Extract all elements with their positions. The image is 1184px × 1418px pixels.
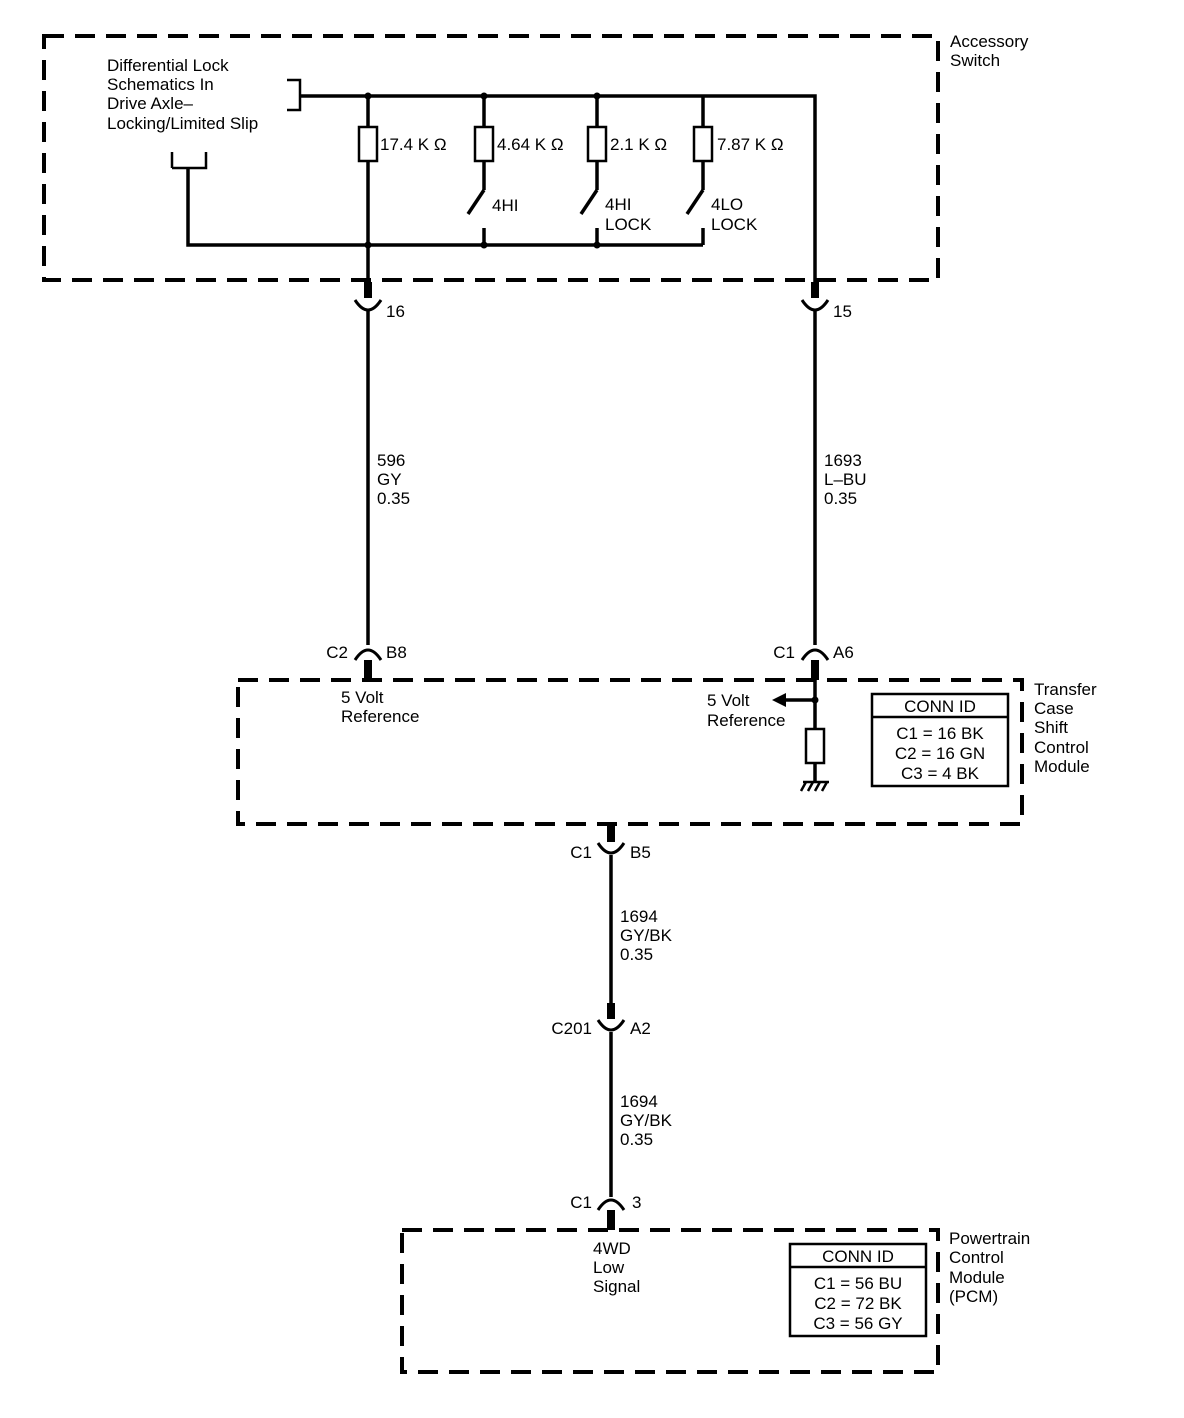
connector-c2-label: C2: [326, 643, 348, 662]
connector-c2-b8: C2 B8: [326, 643, 407, 680]
resistor-7-87k-label: 7.87 K Ω: [717, 135, 784, 154]
connector-c1-b5: C1 B5: [570, 824, 651, 862]
connector-c1-pin-3: C1 3: [570, 1193, 641, 1230]
bottom-bus-wire: [186, 168, 703, 247]
connector-pin-16: 16: [353, 282, 405, 321]
connector-c1-a6: C1 A6: [773, 643, 854, 680]
pcm-name: Powertrain Control Module (PCM): [949, 1229, 1035, 1306]
pcm-conn-id-row: C1 = 56 BU: [814, 1274, 902, 1293]
resistor-7-87k: [692, 125, 714, 163]
pcm-conn-id-row: C3 = 56 GY: [813, 1314, 902, 1333]
tccm-conn-id-row: C1 = 16 BK: [896, 724, 984, 743]
differential-lock-note: Differential Lock Schematics In Drive Ax…: [107, 56, 258, 133]
tccm-conn-id-row: C3 = 4 BK: [901, 764, 980, 783]
resistor-4-64k: [473, 125, 495, 163]
splice-dot: [593, 92, 601, 100]
splice-dot: [593, 241, 601, 249]
connector-pin-15: 15: [800, 282, 852, 321]
splice-dot: [364, 92, 372, 100]
reference-arrow-icon: [772, 693, 786, 707]
wire-1694-lower-label: 1694 GY/BK 0.35: [620, 1092, 677, 1149]
splice-dot: [480, 92, 488, 100]
tccm-box: [236, 678, 1024, 826]
top-bus-wire: [300, 94, 817, 282]
pull-down-resistor: [804, 727, 826, 765]
switch-4lo-lock: [685, 189, 705, 215]
powertrain-control-module: Powertrain Control Module (PCM) 4WD Low …: [400, 1228, 1035, 1374]
splice-dot: [364, 241, 372, 249]
connector-c201-a2: C201 A2: [551, 1003, 651, 1038]
pin-a2-label: A2: [630, 1019, 651, 1038]
reference-bracket-lower: [170, 152, 208, 170]
pin-a6-label: A6: [833, 643, 854, 662]
switch-4lo-lock-label: 4LO LOCK: [711, 195, 758, 234]
resistor-2-1k: [586, 125, 608, 163]
accessory-switch-name: Accessory Switch: [950, 32, 1033, 70]
pcm-conn-id-row: C2 = 72 BK: [814, 1294, 902, 1313]
connector-c1-label: C1: [773, 643, 795, 662]
pcm-signal-label: 4WD Low Signal: [593, 1239, 640, 1296]
connector-c1-pcm-label: C1: [570, 1193, 592, 1212]
resistor-4-64k-label: 4.64 K Ω: [497, 135, 564, 154]
pin-b8-label: B8: [386, 643, 407, 662]
switch-4hi-label: 4HI: [492, 196, 518, 215]
switch-4hi: [466, 189, 486, 215]
tccm-conn-id-title: CONN ID: [904, 697, 976, 716]
resistor-17-4k: [357, 125, 379, 163]
transfer-case-shift-control-module: Transfer Case Shift Control Module 5 Vol…: [236, 678, 1101, 826]
tccm-conn-id-row: C2 = 16 GN: [895, 744, 985, 763]
pcm-box: [400, 1228, 940, 1374]
connector-c1-b5-conn-label: C1: [570, 843, 592, 862]
switch-4hi-lock: [579, 189, 599, 215]
connector-c201-label: C201: [551, 1019, 592, 1038]
tccm-name: Transfer Case Shift Control Module: [1034, 680, 1101, 776]
splice-dot: [811, 696, 819, 704]
pin-3-label: 3: [632, 1193, 641, 1212]
wire-1694-upper-label: 1694 GY/BK 0.35: [620, 907, 677, 964]
pcm-conn-id-title: CONN ID: [822, 1247, 894, 1266]
pcm-conn-id-table: CONN ID C1 = 56 BU C2 = 72 BK C3 = 56 GY: [788, 1242, 928, 1338]
tccm-left-reference-label: 5 Volt Reference: [341, 688, 419, 726]
wire-1693-l-bu-label: 1693 L–BU 0.35: [824, 451, 871, 508]
reference-bracket-upper: [287, 78, 302, 112]
wire-596-gy-label: 596 GY 0.35: [377, 451, 410, 508]
splice-dot: [480, 241, 488, 249]
resistor-17-4k-label: 17.4 K Ω: [380, 135, 447, 154]
pin-15-label: 15: [833, 302, 852, 321]
pin-b5-label: B5: [630, 843, 651, 862]
accessory-switch: Accessory Switch Differential Lock Schem…: [42, 32, 1033, 282]
accessory-switch-box: [42, 34, 940, 282]
tccm-right-reference-label: 5 Volt Reference: [707, 691, 785, 730]
pin-16-label: 16: [386, 302, 405, 321]
switch-4hi-lock-label: 4HI LOCK: [605, 195, 652, 234]
ground-icon: [799, 780, 829, 792]
resistor-2-1k-label: 2.1 K Ω: [610, 135, 667, 154]
tccm-conn-id-table: CONN ID C1 = 16 BK C2 = 16 GN C3 = 4 BK: [870, 692, 1010, 788]
